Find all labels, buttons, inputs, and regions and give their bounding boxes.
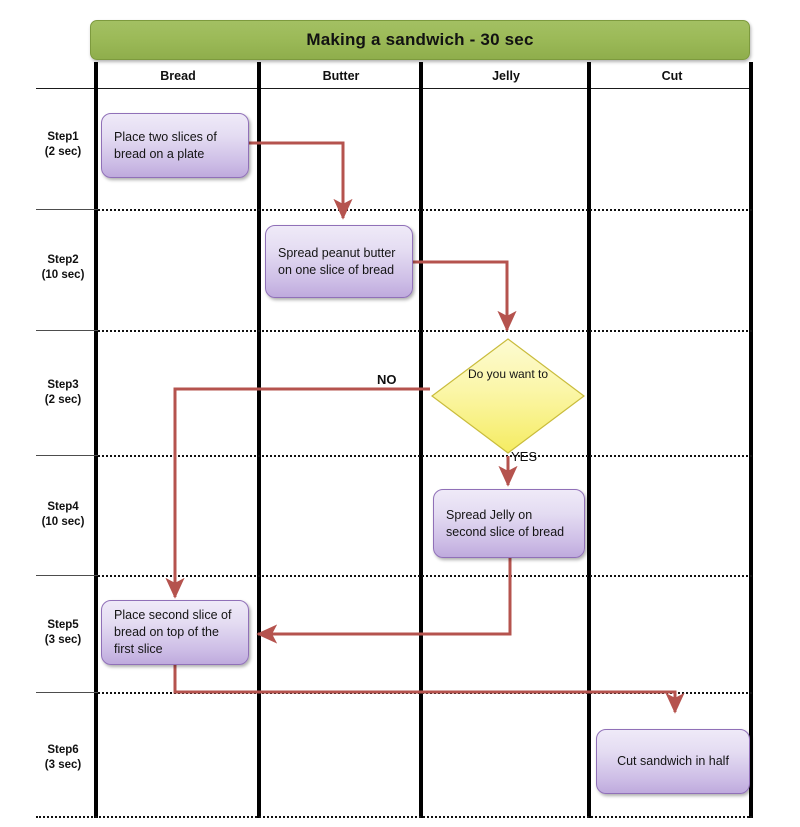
row-separator-gutter-3 bbox=[36, 455, 98, 456]
connector-decision-no bbox=[165, 387, 430, 599]
lane-divider-left-gutter bbox=[94, 62, 98, 818]
step-name-step2: Step2 bbox=[47, 254, 79, 266]
step-duration-step2: (10 sec) bbox=[41, 269, 85, 281]
node-cut-sandwich-text: Cut sandwich in half bbox=[617, 754, 729, 768]
node-spread-peanut-butter-text: Spread peanut butter on one slice of bre… bbox=[278, 245, 396, 277]
edge-label-yes: YES bbox=[511, 449, 538, 464]
node-place-bread[interactable]: Place two slices of bread on a plate bbox=[101, 113, 249, 178]
header-rule bbox=[36, 88, 752, 89]
step-duration-step5: (3 sec) bbox=[44, 634, 82, 646]
row-separator-gutter-4 bbox=[36, 575, 98, 576]
row-separator-gutter-5 bbox=[36, 692, 98, 693]
step-name-step4: Step4 bbox=[47, 501, 79, 513]
lane-divider-bread-butter bbox=[257, 62, 261, 818]
step-name-step6: Step6 bbox=[47, 744, 79, 756]
node-spread-peanut-butter[interactable]: Spread peanut butter on one slice of bre… bbox=[265, 225, 413, 298]
node-place-bread-text: Place two slices of bread on a plate bbox=[114, 129, 217, 161]
step-label-step6: Step6 (3 sec) bbox=[30, 743, 96, 773]
page-title: Making a sandwich - 30 sec bbox=[306, 30, 534, 49]
step-label-step1: Step1 (2 sec) bbox=[30, 130, 96, 160]
row-separator-5 bbox=[98, 692, 752, 694]
row-separator-1 bbox=[98, 209, 752, 211]
node-cut-sandwich[interactable]: Cut sandwich in half bbox=[596, 729, 750, 794]
step-name-step1: Step1 bbox=[47, 131, 79, 143]
step-label-step5: Step5 (3 sec) bbox=[30, 618, 96, 648]
node-spread-jelly[interactable]: Spread Jelly on second slice of bread bbox=[433, 489, 585, 558]
row-separator-gutter-1 bbox=[36, 209, 98, 210]
node-spread-jelly-text: Spread Jelly on second slice of bread bbox=[446, 507, 565, 539]
step-duration-step3: (2 sec) bbox=[44, 394, 82, 406]
column-header-bread: Bread bbox=[160, 69, 196, 83]
row-separator-2 bbox=[98, 330, 752, 332]
step-name-step3: Step3 bbox=[47, 379, 79, 391]
step-duration-step4: (10 sec) bbox=[41, 516, 85, 528]
column-header-cut: Cut bbox=[661, 69, 683, 83]
node-place-second-slice-text: Place second slice of bread on top of th… bbox=[114, 608, 232, 656]
node-decision-shape[interactable] bbox=[430, 337, 586, 455]
step-name-step5: Step5 bbox=[47, 619, 79, 631]
node-place-second-slice[interactable]: Place second slice of bread on top of th… bbox=[101, 600, 249, 665]
lane-divider-butter-jelly bbox=[419, 62, 423, 818]
row-separator-gutter-2 bbox=[36, 330, 98, 331]
diagram-title-banner: Making a sandwich - 30 sec bbox=[90, 20, 750, 60]
step-label-step2: Step2 (10 sec) bbox=[30, 253, 96, 283]
step-label-step4: Step4 (10 sec) bbox=[30, 500, 96, 530]
connector-bread-to-butter bbox=[249, 141, 353, 220]
row-separator-3 bbox=[98, 455, 752, 457]
connector-jelly-to-bread bbox=[256, 558, 512, 644]
row-separator-4 bbox=[98, 575, 752, 577]
lane-divider-right-edge bbox=[749, 62, 753, 818]
connector-butter-to-decision bbox=[412, 260, 517, 332]
column-header-jelly: Jelly bbox=[492, 69, 520, 83]
edge-label-no: NO bbox=[377, 372, 397, 387]
connector-bread-to-cut bbox=[173, 665, 685, 714]
bottom-rule bbox=[36, 816, 752, 818]
step-duration-step1: (2 sec) bbox=[44, 146, 82, 158]
step-duration-step6: (3 sec) bbox=[44, 759, 82, 771]
step-label-step3: Step3 (2 sec) bbox=[30, 378, 96, 408]
column-header-butter: Butter bbox=[322, 69, 360, 83]
lane-divider-jelly-cut bbox=[587, 62, 591, 818]
